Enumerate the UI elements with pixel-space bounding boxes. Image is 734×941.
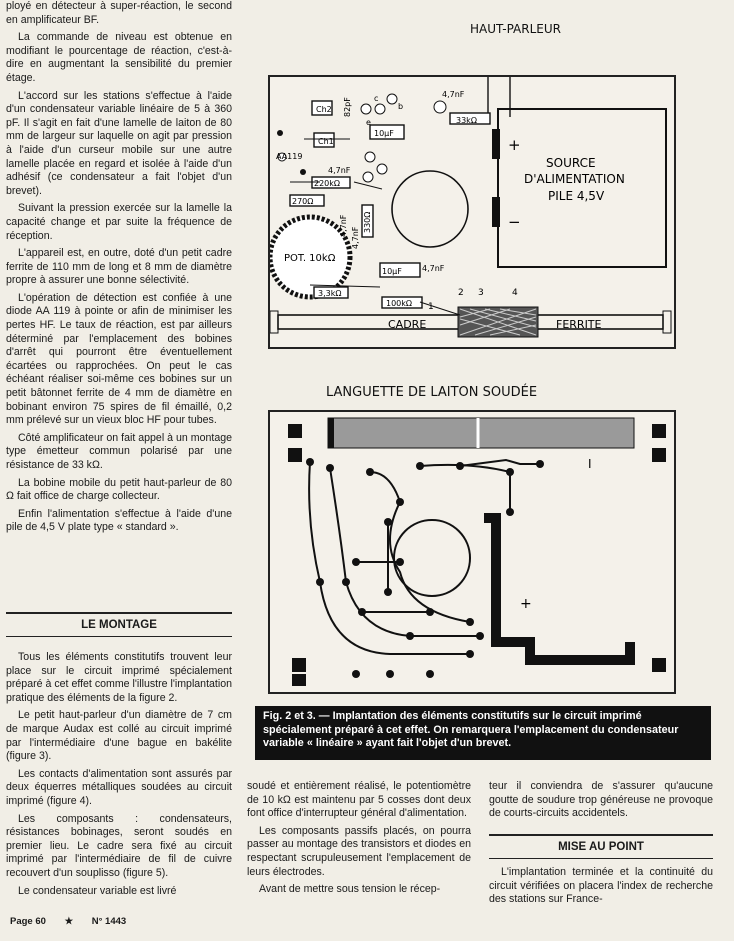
figure-3-printed-circuit: I + [268, 410, 676, 694]
source-label-2: D'ALIMENTATION [524, 172, 625, 186]
paragraph: Côté amplificateur on fait appel à un mo… [6, 431, 232, 471]
c-47nf-a-label: 4,7nF [339, 214, 348, 237]
left-text-column: ployé en détecteur à super-réaction, le … [6, 0, 232, 539]
paragraph: L'accord sur les stations s'effectue à l… [6, 89, 232, 197]
pin-c-label: c [374, 94, 378, 103]
cadre-label: CADRE [388, 318, 426, 331]
pin-e-label: e [366, 118, 371, 127]
paragraph: La bobine mobile du petit haut-parleur d… [6, 476, 232, 503]
paragraph: Suivant la pression exercée sur la lamel… [6, 202, 232, 242]
paragraph: L'implantation terminée et la continuité… [489, 866, 713, 906]
paragraph: Les contacts d'alimentation sont assurés… [6, 767, 232, 807]
source-label-1: SOURCE [546, 156, 596, 170]
paragraph: Enfin l'alimentation s'effectue à l'aide… [6, 507, 232, 534]
c-10uf-bot-label: 10µF [382, 267, 402, 276]
c-47nf-mid-label: 4,7nF [328, 166, 351, 175]
battery-minus-label: − [508, 213, 521, 231]
figure-3-drawing: I + [288, 417, 666, 686]
r-330-label: 330Ω [363, 212, 372, 233]
page-number: Page 60 [10, 916, 46, 927]
figure-caption: Fig. 2 et 3. — Implantation des éléments… [255, 706, 711, 760]
middle-text-column: soudé et entièrement réalisé, le potenti… [247, 780, 471, 901]
r-270-label: 270Ω [292, 197, 313, 206]
paragraph: teur il conviendra de s'assurer qu'aucun… [489, 780, 713, 820]
paragraph: ployé en détecteur à super-réaction, le … [6, 0, 232, 26]
pin-4-label: 4 [512, 288, 518, 298]
pin-b-label: b [398, 102, 403, 111]
issue-number: N° 1443 [91, 916, 127, 927]
pin-2-label: 2 [458, 288, 464, 298]
montage-text-column: Tous les éléments constitutifs trouvent … [6, 651, 232, 902]
c-47nf-top-label: 4,7nF [442, 90, 465, 99]
fig3-mark-1: I [588, 457, 592, 471]
figure-2-drawing: 4,7nF 33kΩ 10µF 82pF Ch2 Ch1 AA119 4,7nF… [267, 72, 672, 338]
paragraph: Le condensateur variable est livré [18, 884, 177, 897]
star-glyph: ★ [64, 916, 74, 927]
paragraph: Les composants : condensateurs, résistan… [6, 812, 232, 879]
paragraph: soudé et entièrement réalisé, le potenti… [247, 780, 471, 820]
right-text-column: teur il conviendra de s'assurer qu'aucun… [489, 780, 713, 825]
aa119-label: AA119 [276, 152, 302, 161]
paragraph: Avant de mettre sous tension le récep- [259, 883, 441, 896]
source-label-3: PILE 4,5V [548, 189, 605, 203]
fig3-mark-plus: + [520, 596, 532, 612]
page-footer: Page 60 ★ N° 1443 [10, 916, 142, 927]
section-heading-montage: LE MONTAGE [6, 612, 232, 637]
ch2-label: Ch2 [316, 105, 332, 114]
ferrite-label: FERRITE [556, 318, 602, 331]
r-33k-bot-label: 3,3kΩ [318, 289, 341, 298]
battery-plus-label: + [508, 136, 521, 154]
paragraph: Les composants passifs placés, on pourra… [247, 824, 471, 878]
paragraph: L'opération de détection est confiée à u… [6, 291, 232, 427]
c-10uf-top-label: 10µF [374, 129, 394, 138]
paragraph: Tous les éléments constitutifs trouvent … [6, 651, 232, 704]
r-100k-label: 100kΩ [386, 299, 412, 308]
pin-1-label: 1 [428, 302, 434, 312]
paragraph: Le petit haut-parleur d'un diamètre de 7… [6, 709, 232, 763]
figure-2-component-layout: 4,7nF 33kΩ 10µF 82pF Ch2 Ch1 AA119 4,7nF… [267, 72, 676, 349]
section-heading-mise-au-point: MISE AU POINT [489, 834, 713, 859]
c-47nf-b-label: 4,7nF [351, 226, 360, 249]
mise-text-column: L'implantation terminée et la continuité… [489, 866, 713, 911]
haut-parleur-label: HAUT-PARLEUR [470, 22, 561, 36]
paragraph: La commande de niveau est obtenue en mod… [6, 31, 232, 84]
pin-3-label: 3 [478, 288, 484, 298]
pot-label: POT. 10kΩ [284, 253, 336, 264]
ch1-label: Ch1 [318, 137, 334, 146]
c-82pf-label: 82pF [343, 97, 352, 117]
r-33k-top-label: 33kΩ [456, 116, 477, 125]
languette-label: LANGUETTE DE LAITON SOUDÉE [326, 385, 538, 400]
paragraph: L'appareil est, en outre, doté d'un peti… [6, 247, 232, 287]
r-220k-label: 220kΩ [314, 179, 340, 188]
c-47nf-bot-label: 4,7nF [422, 264, 445, 273]
